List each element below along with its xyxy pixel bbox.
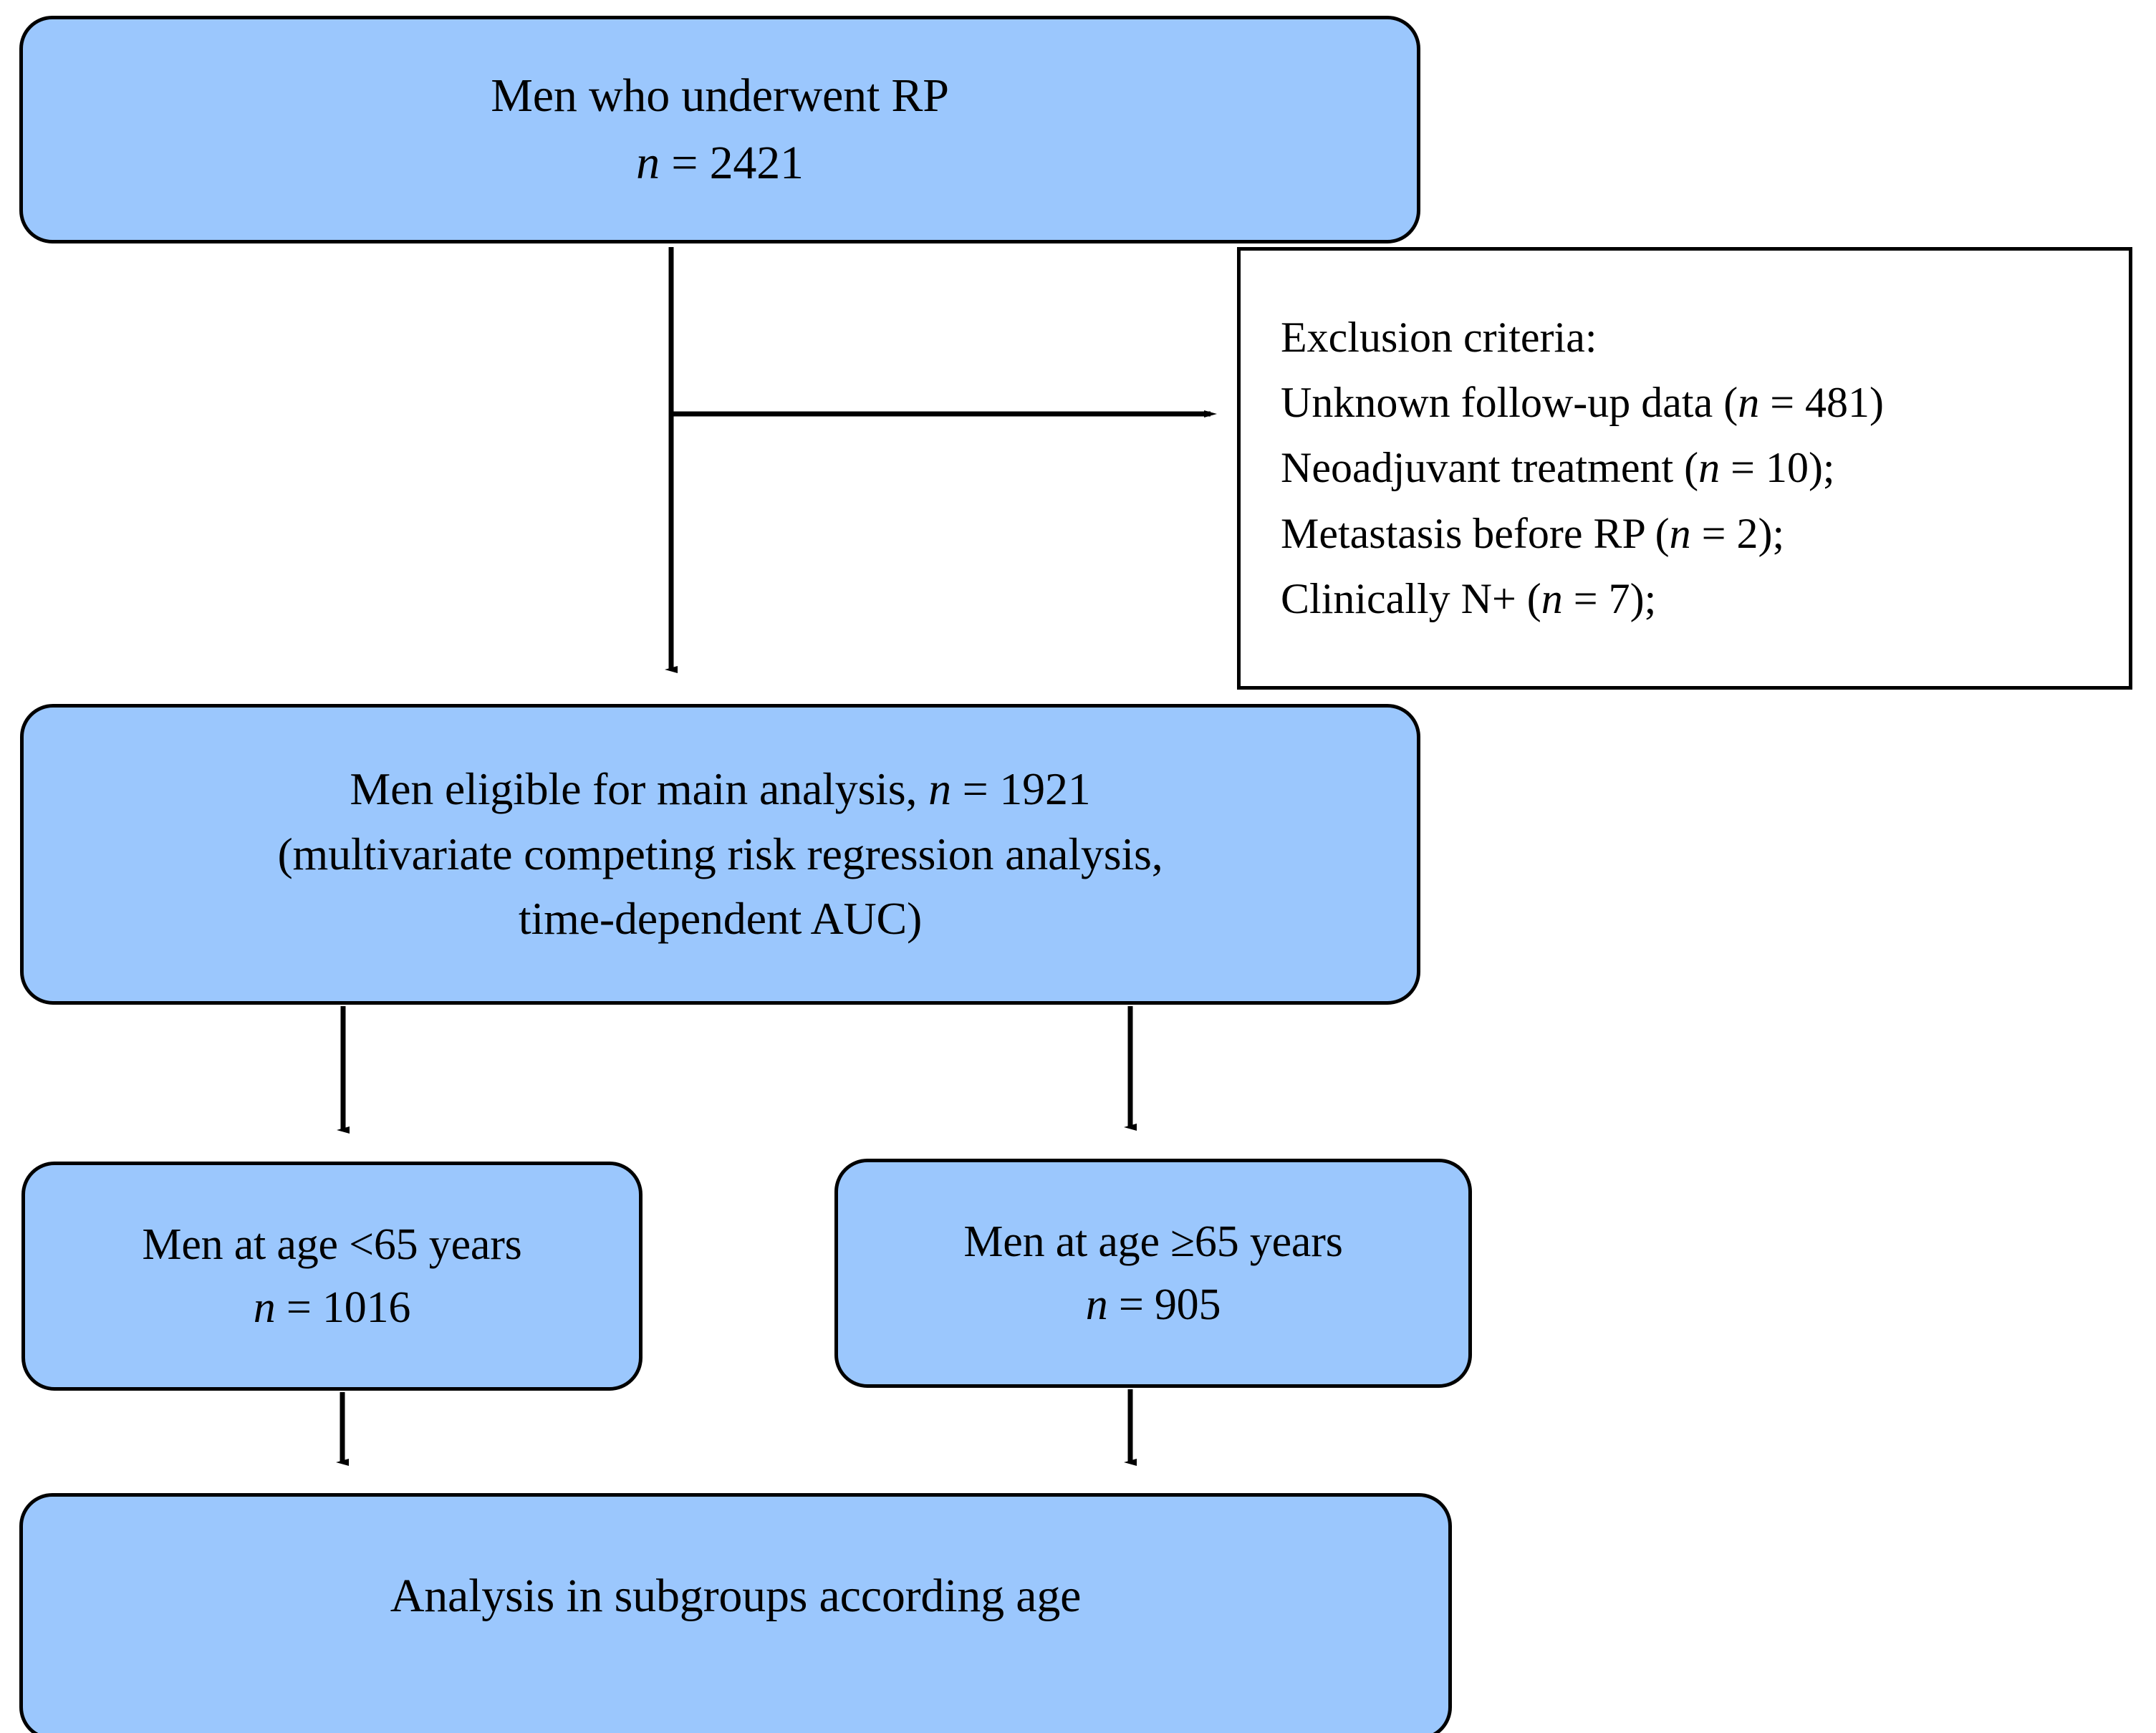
exclusion-item-label: Neoadjuvant treatment ( [1281, 444, 1699, 492]
node-analysis-in-subgroups: Analysis in subgroups according age [19, 1493, 1452, 1733]
node-eligible-line1-label: Men eligible for main analysis, [350, 763, 929, 814]
exclusion-item-label: Metastasis before RP ( [1281, 509, 1670, 557]
node-eligible-for-main-analysis: Men eligible for main analysis, n = 1921… [20, 704, 1420, 1005]
exclusion-item-n-symbol: n [1738, 379, 1760, 427]
node-age-over-line1: Men at age ≥65 years [963, 1217, 1343, 1266]
node-cohort-count: = 2421 [659, 137, 804, 189]
node-cohort-line1: Men who underwent RP [491, 69, 949, 122]
node-cohort: Men who underwent RP n = 2421 [19, 16, 1420, 243]
exclusion-item-count: = 10); [1720, 444, 1835, 492]
node-exclusion-criteria: Exclusion criteria: Unknown follow-up da… [1237, 247, 2132, 690]
exclusion-heading: Exclusion criteria: [1281, 314, 1597, 362]
exclusion-item-n-symbol: n [1698, 444, 1721, 492]
exclusion-item-label: Unknown follow-up data ( [1281, 379, 1738, 427]
exclusion-item-count: = 481) [1759, 379, 1885, 427]
node-eligible-n-symbol: n [928, 763, 951, 814]
exclusion-item-count: = 2); [1690, 509, 1785, 557]
exclusion-item-count: = 7); [1562, 574, 1657, 622]
node-cohort-n-symbol: n [636, 137, 660, 189]
exclusion-item-clinically-n-positive: Clinically N+ (n = 7); [1281, 566, 2129, 632]
node-age-over-n-symbol: n [1085, 1280, 1108, 1329]
node-subgroups-line1: Analysis in subgroups according age [390, 1569, 1082, 1622]
node-age-under-n-symbol: n [253, 1283, 276, 1332]
node-age-over-count: = 905 [1107, 1280, 1221, 1329]
node-men-age-under-65: Men at age <65 years n = 1016 [21, 1162, 643, 1391]
node-age-under-count: = 1016 [275, 1283, 411, 1332]
exclusion-item-n-symbol: n [1669, 509, 1691, 557]
exclusion-item-neoadjuvant: Neoadjuvant treatment (n = 10); [1281, 435, 2129, 501]
node-eligible-line3: time-dependent AUC) [518, 893, 923, 945]
node-eligible-line2: (multivariate competing risk regression … [277, 828, 1163, 879]
node-men-age-65-and-over: Men at age ≥65 years n = 905 [834, 1159, 1472, 1388]
node-eligible-count: = 1921 [951, 763, 1091, 814]
exclusion-item-n-symbol: n [1541, 574, 1563, 622]
exclusion-item-label: Clinically N+ ( [1281, 574, 1541, 622]
exclusion-item-metastasis: Metastasis before RP (n = 2); [1281, 501, 2129, 566]
exclusion-item-unknown-followup: Unknown follow-up data (n = 481) [1281, 370, 2129, 435]
node-age-under-line1: Men at age <65 years [142, 1220, 522, 1269]
